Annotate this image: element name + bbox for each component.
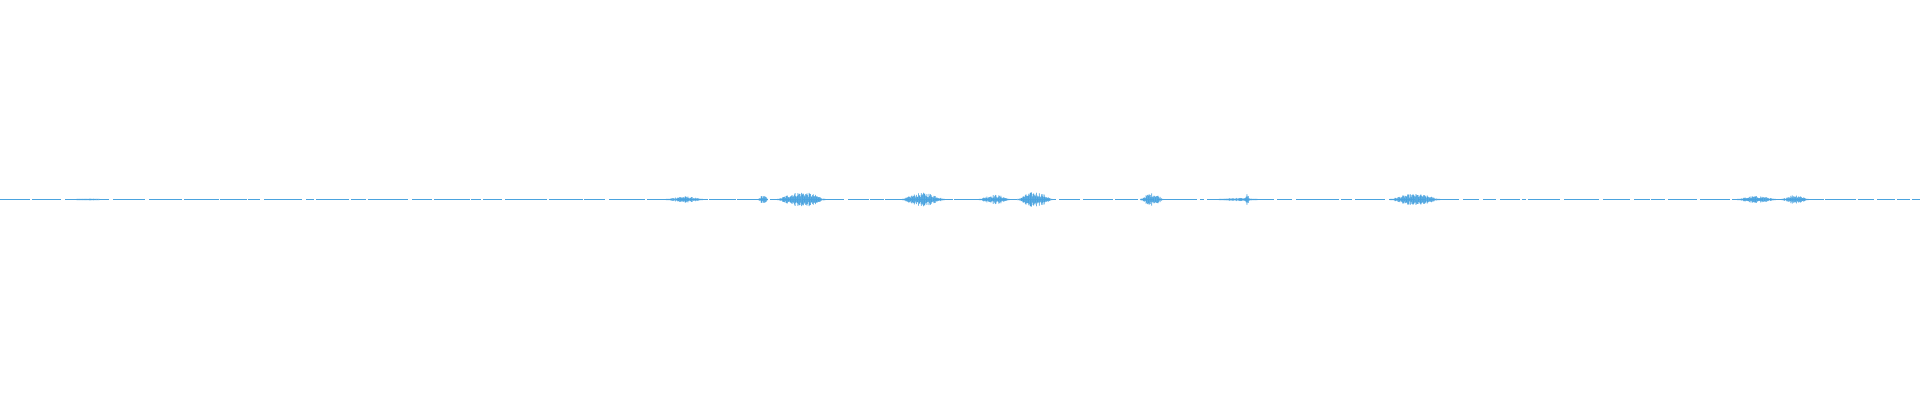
waveform-burst xyxy=(76,198,100,201)
waveform-burst xyxy=(1017,192,1053,207)
waveform-burst xyxy=(978,194,1010,205)
waveform-burst xyxy=(1218,197,1258,202)
waveform-burst xyxy=(777,192,826,207)
waveform-burst xyxy=(1781,195,1809,204)
waveform-burst xyxy=(1243,194,1251,205)
waveform-burst xyxy=(1389,194,1441,205)
waveform-burst xyxy=(1140,193,1164,206)
waveform-bursts xyxy=(76,192,1809,207)
waveform-burst xyxy=(758,196,768,203)
waveform-burst xyxy=(665,196,704,203)
waveform-burst xyxy=(902,192,945,207)
waveform-burst xyxy=(1737,195,1776,204)
